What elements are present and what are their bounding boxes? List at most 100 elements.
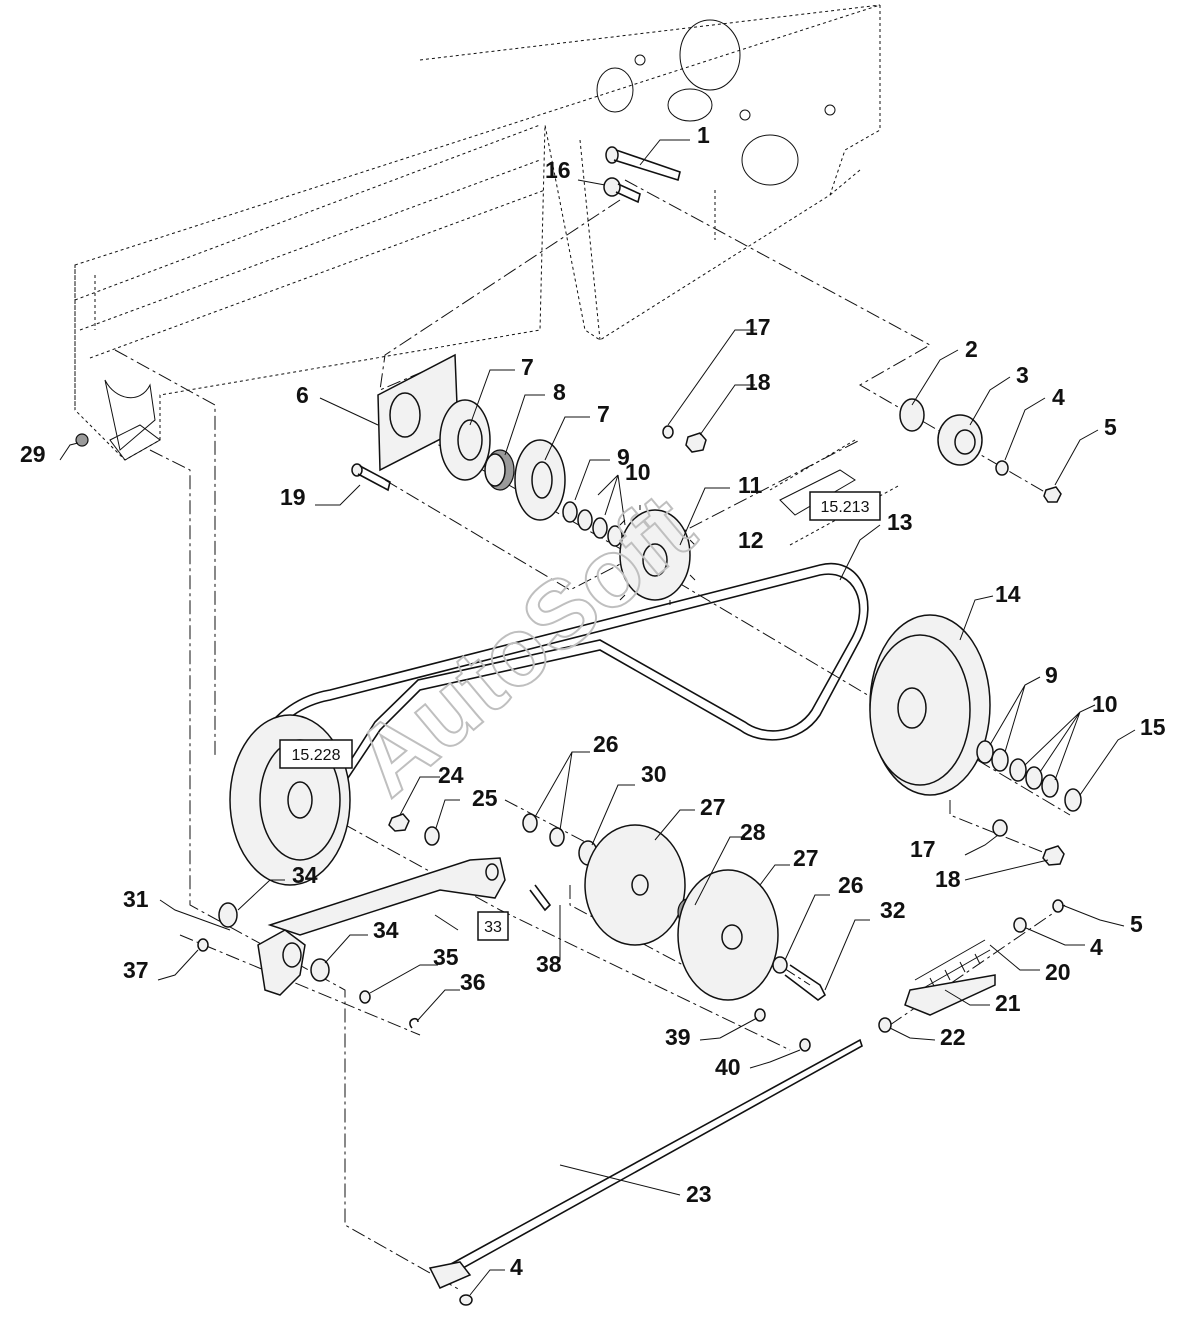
leader-lines [59,139,1136,1296]
callout-34a: 34 [292,862,318,888]
ref-box-15-228: 15.228 [279,739,353,769]
callout-12: 12 [738,527,764,553]
callout-4b: 4 [1090,934,1103,960]
callout-6: 6 [296,382,309,408]
washer-35 [359,990,371,1004]
callout-22: 22 [940,1024,966,1050]
washer-17-lower [992,819,1008,837]
flange-7b [514,439,566,521]
callout-17a: 17 [745,314,771,340]
tension-rod-23 [428,1038,863,1306]
callout-5b: 5 [1130,911,1143,937]
pulley-half-27a [584,824,686,946]
nut-18-top [685,432,707,453]
callout-13: 13 [887,509,913,535]
callout-32: 32 [880,897,906,923]
spring-20 [914,939,991,991]
nut-18-lower [1042,845,1065,866]
callout-37: 37 [123,957,149,983]
callout-7a: 7 [521,354,534,380]
callout-36: 36 [460,969,486,995]
idler-3 [937,414,983,466]
idler-arm-33 [267,857,506,936]
ref-box-15-213: 15.213 [809,491,881,521]
callout-29: 29 [20,441,46,467]
nut-24 [388,813,410,832]
pivot-bracket-31 [257,929,306,996]
pulley-half-27b [677,869,779,1001]
callout-21: 21 [995,990,1021,1016]
callout-8: 8 [553,379,566,405]
callout-7b: 7 [597,401,610,427]
ref-box-33: 33 [477,911,509,941]
callout-23: 23 [686,1181,712,1207]
callout-18b: 18 [935,866,961,892]
bushing-34b [310,958,330,982]
bolt-1 [605,146,681,182]
callout-34b: 34 [373,917,399,943]
bracket-21 [904,974,996,1016]
washer-22 [878,1017,892,1033]
washer-39 [754,1008,766,1022]
bolt-32 [784,964,827,1001]
callout-38: 38 [536,951,562,977]
screw-40 [799,1038,811,1052]
callout-30: 30 [641,761,667,787]
callout-1: 1 [697,122,710,148]
ref-box-15-228-text: 15.228 [292,747,341,764]
washers-26 [522,813,565,847]
callout-11: 11 [738,472,763,498]
grease-fitting-29 [75,433,89,447]
callout-26a: 26 [593,731,619,757]
callout-10b: 10 [1092,691,1118,717]
callouts: 1 2 3 4 5 6 7 8 7 9 10 11 12 13 14 9 10 … [20,122,1166,1280]
callout-15: 15 [1140,714,1166,740]
callout-16: 16 [545,157,571,183]
callout-19: 19 [280,484,306,510]
bolt-16 [603,177,641,204]
callout-9a: 9 [617,444,630,470]
callout-2: 2 [965,336,978,362]
callout-24: 24 [438,762,464,788]
callout-9b: 9 [1045,662,1058,688]
washer-17-top [662,425,674,439]
callout-39: 39 [665,1024,691,1050]
bushing-34a [218,902,238,928]
washers-9-10 [562,501,623,547]
ref-box-15-213-text: 15.213 [821,499,870,516]
callout-27b: 27 [793,845,819,871]
washers-right [976,740,1082,812]
callout-40: 40 [715,1054,741,1080]
washers-4-5-right [1013,899,1064,933]
nut-5-top [1043,486,1062,503]
callout-5: 5 [1104,414,1117,440]
callout-26b: 26 [838,872,864,898]
callout-31: 31 [123,886,149,912]
sprocket-11 [619,505,696,605]
callout-20: 20 [1045,959,1071,985]
callout-27a: 27 [700,794,726,820]
callout-14: 14 [995,581,1021,607]
callout-35: 35 [433,944,459,970]
bearing-8 [484,449,515,491]
callout-25: 25 [472,785,498,811]
ref-box-33-text: 33 [484,919,502,936]
flange-7a [439,399,491,481]
clip-36 [409,1017,419,1029]
callout-17b: 17 [910,836,936,862]
washer-25 [424,826,440,846]
washer-4-top [995,460,1009,476]
bolt-38 [529,884,552,912]
callout-4c: 4 [510,1254,523,1280]
callout-10a: 10 [625,459,651,485]
bolt-19 [351,463,391,492]
pulley-14 [869,614,991,796]
chassis-frame [74,4,881,461]
callout-28: 28 [740,819,766,845]
callout-3: 3 [1016,362,1029,388]
washer-26-right [772,956,788,974]
spacer-2 [899,398,925,432]
callout-4: 4 [1052,384,1065,410]
callout-18a: 18 [745,369,771,395]
